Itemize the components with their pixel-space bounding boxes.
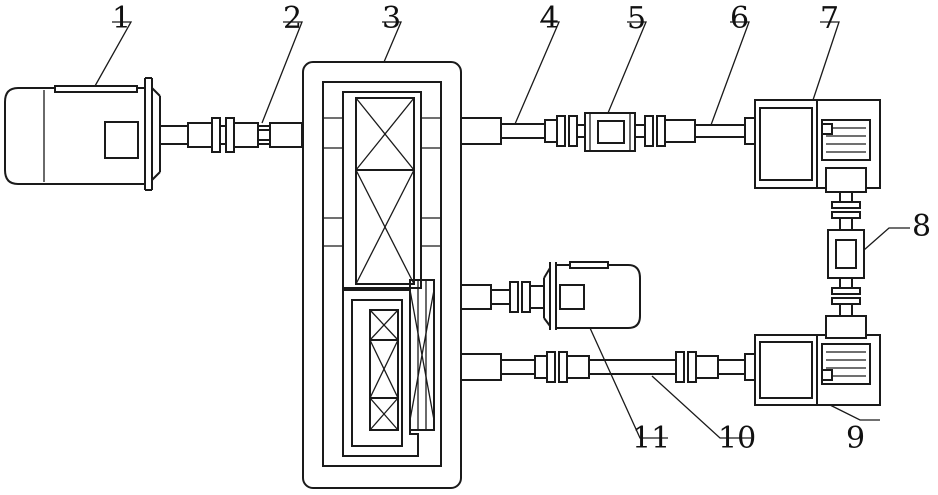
torque-sensor-8 — [828, 192, 864, 316]
motor-11 — [461, 262, 640, 330]
torque-sensor-5 — [585, 113, 635, 151]
gearbox-7 — [755, 100, 880, 192]
label-10: 10 — [718, 424, 756, 454]
shaft-4 — [461, 116, 585, 146]
gearbox-9 — [755, 316, 880, 405]
shaft-6 — [635, 116, 755, 146]
label-3: 3 — [382, 4, 401, 34]
reducer-3 — [303, 62, 461, 488]
label-7: 7 — [820, 4, 839, 34]
label-4: 4 — [540, 4, 559, 34]
label-11: 11 — [632, 424, 670, 454]
label-5: 5 — [627, 4, 646, 34]
coupling-2 — [160, 118, 303, 152]
label-1: 1 — [112, 4, 131, 34]
motor-1 — [5, 78, 160, 190]
label-9: 9 — [846, 424, 865, 454]
label-6: 6 — [730, 4, 749, 34]
label-2: 2 — [283, 4, 302, 34]
label-8: 8 — [912, 212, 931, 242]
